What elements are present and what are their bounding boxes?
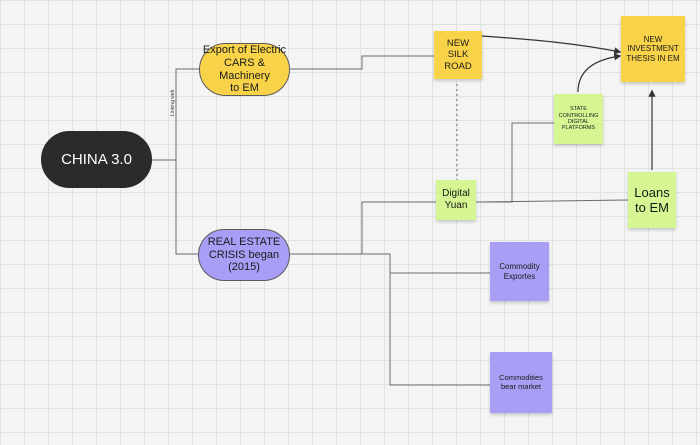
node-china-3-0[interactable]: CHINA 3.0 — [41, 131, 152, 188]
node-label: CHINA 3.0 — [61, 150, 132, 168]
connector-yuan-state — [476, 122, 554, 203]
sticky-digital-yuan[interactable]: Digital Yuan — [436, 180, 476, 220]
sticky-new-investment-thesis[interactable]: NEW INVESTMENT THESIS IN EM — [621, 16, 685, 82]
connector-export-silkroad — [290, 55, 434, 70]
sticky-loans-to-em[interactable]: Loans to EM — [628, 172, 676, 228]
connector-realestate-bear — [290, 253, 490, 386]
connector-china-export — [152, 68, 200, 161]
sticky-label: NEW SILK ROAD — [444, 38, 472, 72]
node-real-estate-crisis[interactable]: REAL ESTATE CRISIS began (2015) — [198, 229, 290, 281]
sticky-label: Digital Yuan — [442, 188, 470, 211]
arrow-silkroad-investment — [481, 35, 622, 55]
connector-realestate-commodity — [290, 253, 490, 274]
connector-realestate-yuan — [290, 201, 436, 255]
sticky-commodities-bear-market[interactable]: Commodities bear market — [490, 352, 552, 413]
sticky-label: Loans to EM — [634, 184, 670, 215]
sticky-new-silk-road[interactable]: NEW SILK ROAD — [434, 31, 482, 79]
sticky-label: STATE CONTROLLING DIGITAL PLATFORMS — [558, 106, 599, 132]
sticky-label: NEW INVESTMENT THESIS IN EM — [626, 34, 680, 63]
sticky-commodity-exportes[interactable]: Commodity Exportes — [490, 242, 549, 301]
connector-china-realestate — [152, 159, 198, 255]
node-label: REAL ESTATE CRISIS began (2015) — [207, 235, 281, 274]
sticky-label: Commodities bear market — [499, 372, 543, 391]
node-export-electric-cars[interactable]: Export of Electric CARS & Machinery to E… — [199, 43, 290, 96]
sticky-label: Commodity Exportes — [499, 262, 540, 281]
arrow-state-investment — [577, 53, 622, 93]
node-label: Export of Electric CARS & Machinery to E… — [202, 43, 287, 95]
sticky-state-controlling[interactable]: STATE CONTROLLING DIGITAL PLATFORMS — [554, 94, 603, 144]
connector-yuan-loans — [475, 199, 629, 203]
edge-label-linking-web: Linking web — [170, 89, 176, 116]
